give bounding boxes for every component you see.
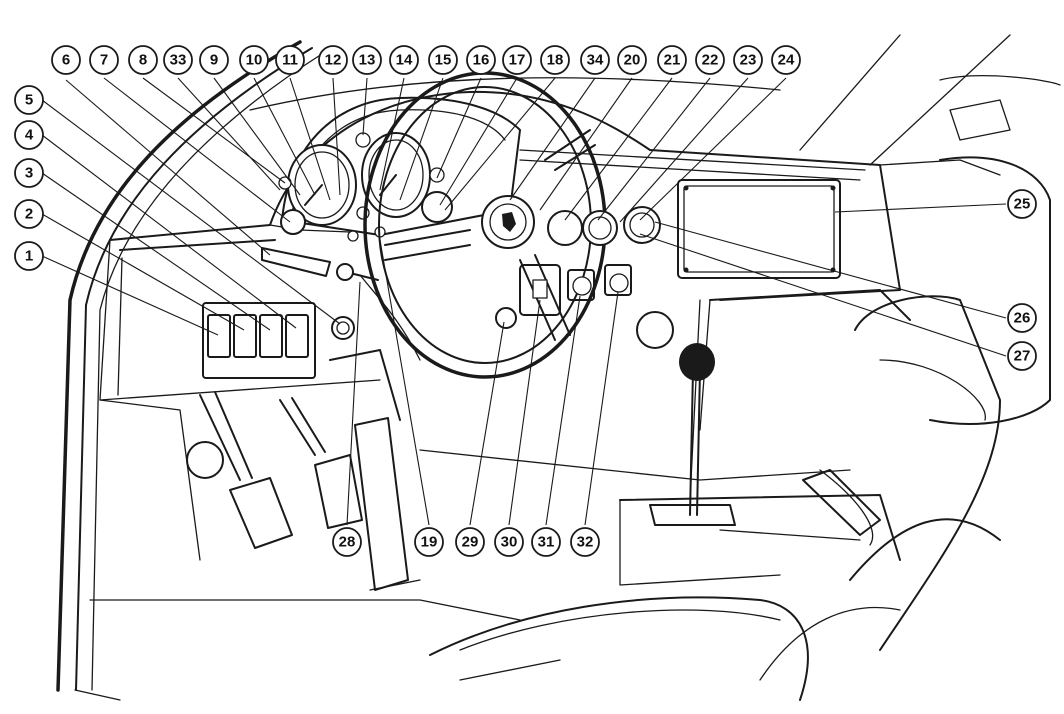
- callout-31: 31: [531, 527, 561, 557]
- passenger-seat: [459, 156, 1051, 681]
- callout-23-label: 23: [740, 52, 757, 69]
- callout-14: 14: [389, 45, 419, 75]
- callout-24-label: 24: [778, 52, 795, 69]
- callout-11: 11: [275, 45, 305, 75]
- callout-4: 4: [14, 120, 44, 150]
- callout-33-label: 33: [170, 52, 187, 69]
- callout-7: 7: [89, 45, 119, 75]
- callout-18-label: 18: [547, 52, 564, 69]
- callout-18: 18: [540, 45, 570, 75]
- callout-32-label: 32: [577, 534, 594, 551]
- column-stalks: [261, 247, 421, 421]
- callout-15-label: 15: [435, 52, 452, 69]
- callout-29: 29: [455, 527, 485, 557]
- callout-22: 22: [695, 45, 725, 75]
- callout-8: 8: [128, 45, 158, 75]
- callout-10-label: 10: [246, 52, 263, 69]
- callout-9-label: 9: [210, 52, 218, 69]
- callout-24: 24: [771, 45, 801, 75]
- callout-29-label: 29: [462, 534, 479, 551]
- gear-lever: [679, 343, 715, 516]
- callout-26: 26: [1007, 303, 1037, 333]
- callout-20-label: 20: [624, 52, 641, 69]
- callout-19: 19: [414, 527, 444, 557]
- callout-30-label: 30: [501, 534, 518, 551]
- callout-16: 16: [466, 45, 496, 75]
- callout-27: 27: [1007, 341, 1037, 371]
- callout-34: 34: [580, 45, 610, 75]
- callout-21-label: 21: [664, 52, 681, 69]
- callout-8-label: 8: [139, 52, 147, 69]
- callout-28-label: 28: [339, 534, 356, 551]
- center-gauges: [495, 206, 674, 349]
- callout-17-label: 17: [509, 52, 526, 69]
- callout-12-label: 12: [325, 52, 342, 69]
- callout-5-label: 5: [25, 92, 33, 109]
- callout-27-label: 27: [1014, 348, 1031, 365]
- callout-13: 13: [352, 45, 382, 75]
- callout-2: 2: [14, 199, 44, 229]
- callout-3-label: 3: [25, 165, 33, 182]
- callout-22-label: 22: [702, 52, 719, 69]
- callout-31-label: 31: [538, 534, 555, 551]
- glovebox: [677, 179, 841, 279]
- callout-4-label: 4: [25, 127, 34, 144]
- callout-34-label: 34: [587, 52, 604, 69]
- callout-6: 6: [51, 45, 81, 75]
- driver-seat: [429, 596, 809, 701]
- callout-25: 25: [1007, 189, 1037, 219]
- callout-1-label: 1: [25, 248, 33, 265]
- callout-30: 30: [494, 527, 524, 557]
- callout-25-label: 25: [1014, 196, 1031, 213]
- callout-26-label: 26: [1014, 310, 1031, 327]
- callout-13-label: 13: [359, 52, 376, 69]
- callout-19-label: 19: [421, 534, 438, 551]
- callout-12: 12: [318, 45, 348, 75]
- callout-21: 21: [657, 45, 687, 75]
- callout-15: 15: [428, 45, 458, 75]
- callout-2-label: 2: [25, 206, 33, 223]
- callout-5: 5: [14, 85, 44, 115]
- callout-11-label: 11: [282, 52, 298, 69]
- callout-20: 20: [617, 45, 647, 75]
- callout-14-label: 14: [396, 52, 413, 69]
- callout-32: 32: [570, 527, 600, 557]
- callout-3: 3: [14, 158, 44, 188]
- callout-28: 28: [332, 527, 362, 557]
- callout-6-label: 6: [62, 52, 70, 69]
- callout-16-label: 16: [473, 52, 490, 69]
- switch-panel: [202, 302, 355, 379]
- callout-1: 1: [14, 241, 44, 271]
- leader-lines: [41, 77, 1007, 526]
- callout-33: 33: [163, 45, 193, 75]
- floor-console: [89, 299, 901, 621]
- callout-23: 23: [733, 45, 763, 75]
- callout-17: 17: [502, 45, 532, 75]
- callout-7-label: 7: [100, 52, 108, 69]
- callout-9: 9: [199, 45, 229, 75]
- callout-10: 10: [239, 45, 269, 75]
- a-pillar: [56, 40, 326, 701]
- pedals: [186, 391, 421, 591]
